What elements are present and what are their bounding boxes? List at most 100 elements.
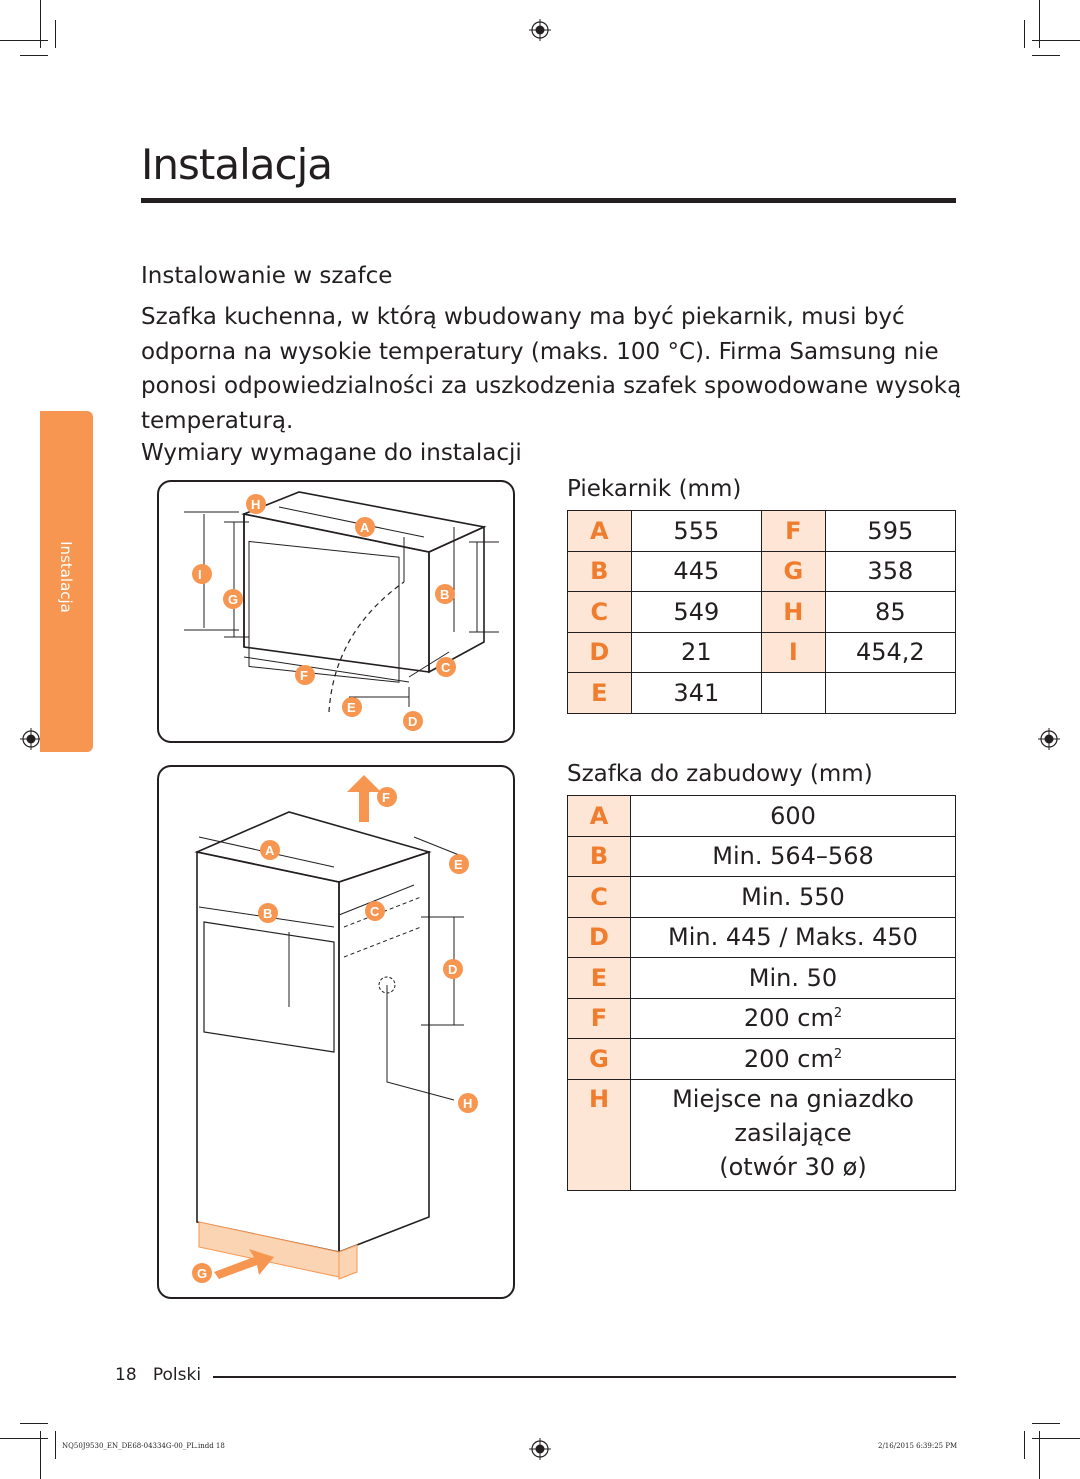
svg-text:B: B	[440, 587, 449, 602]
svg-text:E: E	[454, 857, 463, 872]
crop-mark	[40, 1431, 41, 1479]
dimension-value: Miejsce na gniazdko zasilające (otwór 30…	[630, 1078, 956, 1191]
dimension-key: B	[567, 835, 631, 877]
dimension-key: D	[567, 916, 631, 958]
table-row: B Min. 564–568	[567, 835, 956, 877]
svg-text:C: C	[370, 904, 380, 919]
footer-language: Polski	[152, 1365, 202, 1385]
dimension-value: 85	[824, 591, 957, 633]
registration-mark-icon	[529, 1438, 551, 1460]
dimensions-heading: Wymiary wymagane do instalacji	[141, 440, 522, 466]
dimension-key: C	[567, 876, 631, 918]
dimension-value: Min. 564–568	[630, 835, 956, 877]
table-row: F 200 cm2	[567, 997, 956, 1039]
table-row: A 600	[567, 795, 956, 837]
page-number: 18	[115, 1365, 137, 1385]
table-row: D Min. 445 / Maks. 450	[567, 916, 956, 958]
section-heading: Instalowanie w szafce	[141, 263, 393, 289]
dimension-key-empty	[761, 672, 826, 714]
dimension-value: Min. 445 / Maks. 450	[630, 916, 956, 958]
cabinet-dimension-drawing: F A E B C D H G	[192, 775, 478, 1283]
oven-diagram: H A I G B C F E D	[157, 480, 515, 743]
intro-paragraph: Szafka kuchenna, w którą wbudowany ma by…	[141, 304, 962, 434]
dimension-value: Min. 50	[630, 957, 956, 999]
crop-mark	[55, 20, 56, 48]
dimension-key: B	[567, 550, 632, 592]
crop-mark	[1032, 55, 1060, 56]
crop-mark	[0, 1438, 48, 1439]
footer-rule	[213, 1376, 956, 1378]
svg-text:A: A	[265, 843, 275, 858]
svg-text:B: B	[263, 906, 272, 921]
crop-mark	[40, 0, 41, 48]
registration-mark-icon	[20, 728, 42, 750]
svg-text:H: H	[463, 1096, 472, 1111]
dimension-key: G	[567, 1038, 631, 1080]
dimension-value: Min. 550	[630, 876, 956, 918]
crop-mark	[1039, 1431, 1040, 1479]
page-footer: 18 Polski	[115, 1365, 201, 1385]
table-row: E 341	[567, 672, 957, 714]
crop-mark	[1024, 1431, 1025, 1459]
dimension-value: 21	[630, 631, 763, 673]
table-row: B 445 G 358	[567, 550, 957, 592]
print-slug: NQ50J9530_EN_DE68-04334G-00_PL.indd 18	[62, 1442, 225, 1450]
dimension-key: I	[761, 631, 826, 673]
dimension-value: 358	[824, 550, 957, 592]
dimension-value: 341	[630, 672, 763, 714]
dimension-key: F	[761, 510, 826, 552]
dimension-key: G	[761, 550, 826, 592]
oven-dimensions-table: A 555 F 595 B 445 G 358 C 549 H 85 D 21 …	[567, 510, 957, 714]
svg-text:F: F	[382, 790, 390, 805]
registration-mark-icon	[529, 19, 551, 41]
dimension-value: 555	[630, 510, 763, 552]
svg-text:H: H	[251, 497, 260, 512]
registration-mark-icon	[1038, 728, 1060, 750]
cabinet-diagram-markers: F A E B C D H G	[192, 787, 478, 1283]
side-tab	[40, 411, 93, 752]
table-row: G 200 cm2	[567, 1038, 956, 1080]
svg-text:C: C	[441, 660, 451, 675]
dimension-key: D	[567, 631, 632, 673]
dimension-value: 200 cm2	[630, 1038, 956, 1080]
print-date: 2/16/2015 6:39:25 PM	[878, 1442, 958, 1450]
svg-text:I: I	[198, 567, 202, 582]
oven-dimension-drawing: H A I G B C F E D	[184, 491, 499, 731]
title-rule	[141, 198, 956, 203]
svg-text:F: F	[300, 668, 308, 683]
dimension-key: F	[567, 997, 631, 1039]
page-title: Instalacja	[141, 140, 333, 189]
cabinet-table-caption: Szafka do zabudowy (mm)	[567, 761, 873, 787]
dimension-key: E	[567, 957, 631, 999]
dimension-key: A	[567, 795, 631, 837]
crop-mark	[1032, 1423, 1060, 1424]
oven-diagram-markers: H A I G B C F E D	[192, 494, 456, 731]
crop-mark	[1024, 20, 1025, 48]
dimension-value: 445	[630, 550, 763, 592]
dimension-value: 454,2	[824, 631, 957, 673]
dimension-value: 600	[630, 795, 956, 837]
svg-text:D: D	[448, 962, 457, 977]
dimension-key: E	[567, 672, 632, 714]
crop-mark	[1039, 0, 1040, 48]
table-row: C Min. 550	[567, 876, 956, 918]
side-tab-label: Instalacja	[57, 541, 75, 613]
dimension-value: 200 cm2	[630, 997, 956, 1039]
crop-mark	[1032, 1438, 1080, 1439]
dimension-key: H	[761, 591, 826, 633]
svg-text:A: A	[360, 520, 370, 535]
crop-mark	[20, 1423, 48, 1424]
dimension-value-empty	[824, 672, 957, 714]
dimension-key: H	[567, 1078, 631, 1191]
crop-mark	[55, 1431, 56, 1459]
svg-text:E: E	[347, 700, 356, 715]
table-row: D 21 I 454,2	[567, 631, 957, 673]
table-row: E Min. 50	[567, 957, 956, 999]
svg-text:G: G	[197, 1266, 207, 1281]
oven-table-caption: Piekarnik (mm)	[567, 476, 742, 502]
cabinet-diagram: F A E B C D H G	[157, 765, 515, 1299]
dimension-key: C	[567, 591, 632, 633]
crop-mark	[0, 40, 48, 41]
dimension-value: 549	[630, 591, 763, 633]
table-row: C 549 H 85	[567, 591, 957, 633]
